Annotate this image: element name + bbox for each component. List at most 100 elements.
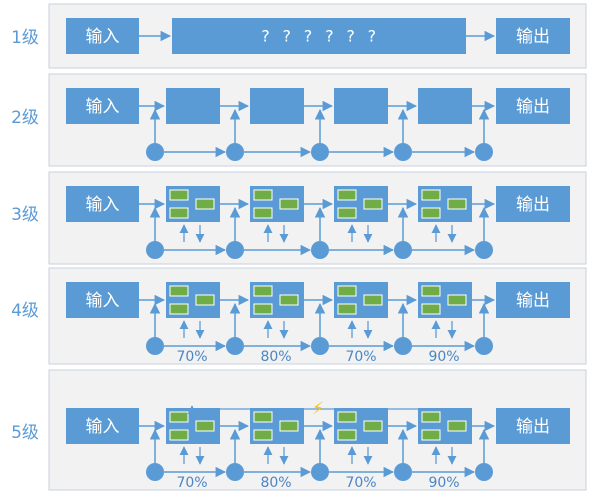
level-3-stage-3-task-a — [337, 189, 357, 201]
level-4-stage-4-percent: 90% — [428, 349, 459, 365]
level-1-row: 1级 输入 ? ? ? ? ? ? 输出 — [11, 3, 587, 69]
level-5-stage-3-task-c — [363, 420, 383, 432]
level-4-control-node-3 — [311, 337, 329, 355]
level-4-stage-1-task-a — [169, 285, 189, 297]
level-3-input-box — [66, 186, 139, 222]
level-3-stage-1-task-c — [195, 198, 215, 210]
level-3-stage-3-task-c — [363, 198, 383, 210]
level-3-control-node-3 — [311, 241, 329, 259]
level-5-feedback-loop — [187, 405, 445, 415]
level-4-stage-4-task-c — [447, 294, 467, 306]
level-2-stage-box-1 — [166, 88, 220, 124]
level-3-input-label: 输入 — [86, 195, 120, 215]
level-1-input-label: 输入 — [86, 27, 120, 47]
level-5-control-node-2 — [226, 463, 244, 481]
level-1-label: 1级 — [11, 28, 39, 48]
level-5-label: 5级 — [11, 423, 39, 443]
level-2-control-node-3 — [311, 143, 329, 161]
level-1-process-box — [172, 18, 466, 54]
level-4-stage-1-task-c — [195, 294, 215, 306]
level-2-input-label: 输入 — [86, 97, 120, 117]
level-5-stage-4-task-c — [447, 420, 467, 432]
level-3-control-node-1 — [146, 241, 164, 259]
level-2-stage-box-2 — [250, 88, 304, 124]
level-3-stage-1-task-a — [169, 189, 189, 201]
level-5-control-node-1 — [146, 463, 164, 481]
level-4-stage-1-task-b — [169, 303, 189, 315]
level-5-stage-4-task-b — [421, 429, 441, 441]
level-4-stage-4-task-a — [421, 285, 441, 297]
level-5-lightning-icon: ⚡ — [312, 399, 324, 419]
level-3-output-label: 输出 — [516, 195, 550, 215]
level-2-control-node-1 — [146, 143, 164, 161]
level-5-stage-2-percent: 80% — [260, 475, 291, 491]
level-4-input-box — [66, 282, 139, 318]
level-3-stage-2-task-c — [279, 198, 299, 210]
level-5-stage-1-percent: 70% — [176, 475, 207, 491]
level-2-control-node-5 — [475, 143, 493, 161]
level-3-control-node-5 — [475, 241, 493, 259]
level-5-input-box — [66, 408, 139, 444]
level-4-input-label: 输入 — [86, 291, 120, 311]
level-3-stage-4-task-b — [421, 207, 441, 219]
level-3-stage-1-task-b — [169, 207, 189, 219]
level-5-stage-1-task-a — [169, 411, 189, 423]
level-5-output-box — [496, 408, 570, 444]
level-5-stage-1-task-c — [195, 420, 215, 432]
level-4-stage-2-percent: 80% — [260, 349, 291, 365]
level-1-unknown-process: ? ? ? ? ? ? — [261, 27, 378, 46]
level-5-stage-4-task-a — [421, 411, 441, 423]
level-4-output-box — [496, 282, 570, 318]
level-5-stage-2-task-c — [279, 420, 299, 432]
level-5-control-node-4 — [394, 463, 412, 481]
level-4-stage-2-task-a — [253, 285, 273, 297]
level-3-control-node-2 — [226, 241, 244, 259]
level-5-stage-3-task-a — [337, 411, 357, 423]
level-4-label: 4级 — [11, 301, 39, 321]
level-2-stage-box-4 — [418, 88, 472, 124]
level-4-control-node-5 — [475, 337, 493, 355]
level-4-stage-3-task-a — [337, 285, 357, 297]
level-3-label: 3级 — [11, 205, 39, 225]
level-3-stage-4-task-c — [447, 198, 467, 210]
level-4-stage-3-task-c — [363, 294, 383, 306]
level-3-control-node-4 — [394, 241, 412, 259]
level-5-stage-2-task-a — [253, 411, 273, 423]
level-2-row: 2级 输入 输出 — [11, 73, 587, 167]
level-3-output-box — [496, 186, 570, 222]
level-4-stage-4-task-b — [421, 303, 441, 315]
level-2-stage-box-3 — [334, 88, 388, 124]
level-3-stage-4-task-a — [421, 189, 441, 201]
level-4-stage-3-percent: 70% — [345, 349, 376, 365]
level-4-control-node-1 — [146, 337, 164, 355]
level-5-input-label: 输入 — [86, 417, 120, 437]
level-5-stage-4-percent: 90% — [428, 475, 459, 491]
level-2-output-label: 输出 — [516, 97, 550, 117]
level-1-output-box — [496, 18, 570, 54]
level-1-input-box — [66, 18, 139, 54]
level-2-output-box — [496, 88, 570, 124]
level-5-stage-3-task-b — [337, 429, 357, 441]
level-3-stage-2-task-b — [253, 207, 273, 219]
level-4-row: 4级 输入 输出 70% 80% 70% 90% — [11, 267, 587, 365]
level-2-input-box — [66, 88, 139, 124]
level-5-stage-1-task-b — [169, 429, 189, 441]
level-2-label: 2级 — [11, 108, 39, 128]
level-4-output-label: 输出 — [516, 291, 550, 311]
level-3-stage-3-task-b — [337, 207, 357, 219]
level-5-stage-2-task-b — [253, 429, 273, 441]
level-5-control-node-5 — [475, 463, 493, 481]
level-5-row: 5级 输入 输出 70% 80% 70% 90% ⚡ — [11, 369, 587, 491]
level-4-stage-1-percent: 70% — [176, 349, 207, 365]
level-5-stage-3-percent: 70% — [345, 475, 376, 491]
level-3-row: 3级 输入 输出 — [11, 171, 587, 265]
level-4-control-node-2 — [226, 337, 244, 355]
level-2-control-node-2 — [226, 143, 244, 161]
level-5-output-label: 输出 — [516, 417, 550, 437]
level-1-output-label: 输出 — [516, 27, 550, 47]
level-3-stage-2-task-a — [253, 189, 273, 201]
level-2-control-node-4 — [394, 143, 412, 161]
level-4-stage-2-task-c — [279, 294, 299, 306]
level-5-control-node-3 — [311, 463, 329, 481]
